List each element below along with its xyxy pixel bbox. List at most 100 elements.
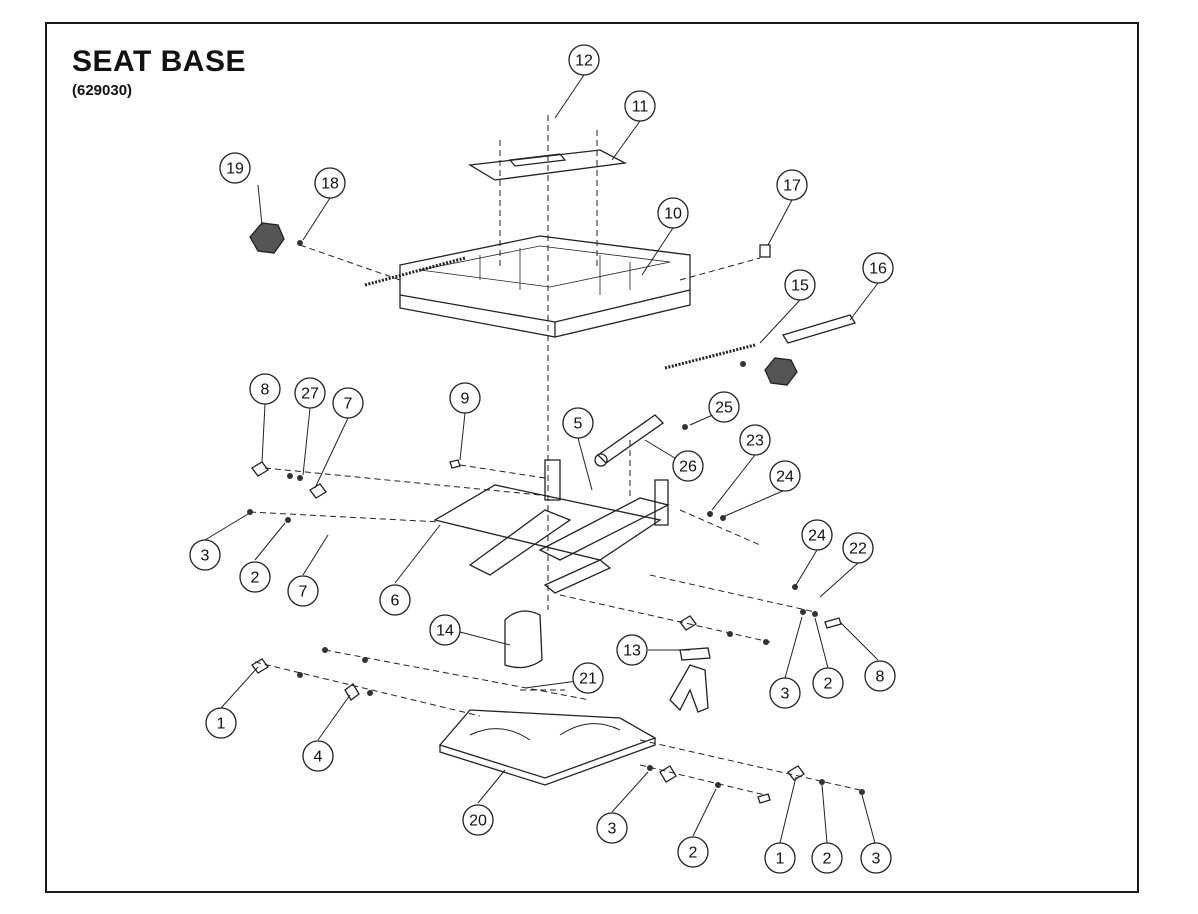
callout-number: 3 xyxy=(872,851,881,868)
callout-number: 18 xyxy=(321,176,339,193)
callout-1: 1 xyxy=(205,707,237,739)
callout-circle xyxy=(249,373,281,405)
callout-circle xyxy=(776,169,808,201)
callout-circle xyxy=(784,269,816,301)
callout-number: 24 xyxy=(776,469,794,486)
callout-circle xyxy=(769,677,801,709)
callout-number: 3 xyxy=(608,821,617,838)
callout-circle xyxy=(769,460,801,492)
callout-7: 7 xyxy=(287,575,319,607)
callout-2: 2 xyxy=(812,667,844,699)
callout-18: 18 xyxy=(314,167,346,199)
callout-circle xyxy=(764,842,796,874)
part-number: (629030) xyxy=(72,82,133,99)
callout-number: 26 xyxy=(679,459,697,476)
callout-circle xyxy=(572,662,604,694)
callout-number: 6 xyxy=(391,593,400,610)
callout-circle xyxy=(862,252,894,284)
callout-number: 2 xyxy=(823,851,832,868)
callout-20: 20 xyxy=(462,804,494,836)
callout-2: 2 xyxy=(239,561,271,593)
callout-circle xyxy=(812,667,844,699)
lever-arm xyxy=(669,664,709,713)
callout-1: 1 xyxy=(764,842,796,874)
callout-circle xyxy=(739,424,771,456)
callout-24: 24 xyxy=(769,460,801,492)
callout-3: 3 xyxy=(596,812,628,844)
callout-circle xyxy=(562,407,594,439)
callout-circle xyxy=(568,44,600,76)
callout-12: 12 xyxy=(568,44,600,76)
callout-15: 15 xyxy=(784,269,816,301)
callout-23: 23 xyxy=(739,424,771,456)
callout-number: 2 xyxy=(251,570,260,587)
callout-circle xyxy=(429,614,461,646)
callout-number: 8 xyxy=(876,669,885,686)
callout-number: 1 xyxy=(217,716,226,733)
callout-21: 21 xyxy=(572,662,604,694)
callout-number: 9 xyxy=(461,391,470,408)
callout-5: 5 xyxy=(562,407,594,439)
spring-right xyxy=(664,343,756,370)
callout-circle xyxy=(379,584,411,616)
callout-number: 3 xyxy=(201,548,210,565)
callout-number: 27 xyxy=(301,386,319,403)
callout-7: 7 xyxy=(332,387,364,419)
callout-circle xyxy=(294,377,326,409)
air-spring xyxy=(504,610,543,669)
callout-17: 17 xyxy=(776,169,808,201)
callout-number: 13 xyxy=(623,643,641,660)
callout-circle xyxy=(596,812,628,844)
callout-number: 19 xyxy=(226,161,244,178)
callout-4: 4 xyxy=(302,740,334,772)
callout-number: 8 xyxy=(261,382,270,399)
callout-circle xyxy=(842,532,874,564)
callout-number: 14 xyxy=(436,623,454,640)
callout-22: 22 xyxy=(842,532,874,564)
callout-number: 10 xyxy=(664,206,682,223)
callout-2: 2 xyxy=(811,842,843,874)
callout-number: 12 xyxy=(575,53,593,70)
callout-circle xyxy=(657,197,689,229)
callout-24: 24 xyxy=(801,519,833,551)
callout-9: 9 xyxy=(449,382,481,414)
callout-10: 10 xyxy=(657,197,689,229)
callout-8: 8 xyxy=(249,373,281,405)
callout-circle xyxy=(449,382,481,414)
callout-number: 1 xyxy=(776,851,785,868)
callout-3: 3 xyxy=(860,842,892,874)
callout-number: 7 xyxy=(299,584,308,601)
callout-circle xyxy=(672,450,704,482)
callout-25: 25 xyxy=(708,391,740,423)
callout-6: 6 xyxy=(379,584,411,616)
callout-number: 24 xyxy=(808,528,826,545)
callout-number: 16 xyxy=(869,261,887,278)
callout-circle xyxy=(811,842,843,874)
scissor-upper xyxy=(433,484,662,561)
callout-number: 23 xyxy=(746,433,764,450)
callout-number: 22 xyxy=(849,541,867,558)
knob-right xyxy=(764,357,798,386)
callout-number: 20 xyxy=(469,813,487,830)
callout-number: 21 xyxy=(579,671,597,688)
callout-circle xyxy=(677,836,709,868)
callout-26: 26 xyxy=(672,450,704,482)
callout-circle xyxy=(864,660,896,692)
callout-circle xyxy=(332,387,364,419)
callout-number: 17 xyxy=(783,178,801,195)
callout-number: 4 xyxy=(314,749,323,766)
seat-frame xyxy=(399,235,691,323)
callout-number: 2 xyxy=(824,676,833,693)
callout-11: 11 xyxy=(624,90,656,122)
callout-number: 25 xyxy=(715,400,733,417)
callout-circle xyxy=(205,707,237,739)
callout-13: 13 xyxy=(616,634,648,666)
diagram-title: SEAT BASE xyxy=(72,45,246,78)
callout-number: 3 xyxy=(781,686,790,703)
callout-circle xyxy=(302,740,334,772)
callout-14: 14 xyxy=(429,614,461,646)
callout-circle xyxy=(616,634,648,666)
knob-19 xyxy=(249,222,285,254)
callout-circle xyxy=(219,152,251,184)
callout-circle xyxy=(708,391,740,423)
